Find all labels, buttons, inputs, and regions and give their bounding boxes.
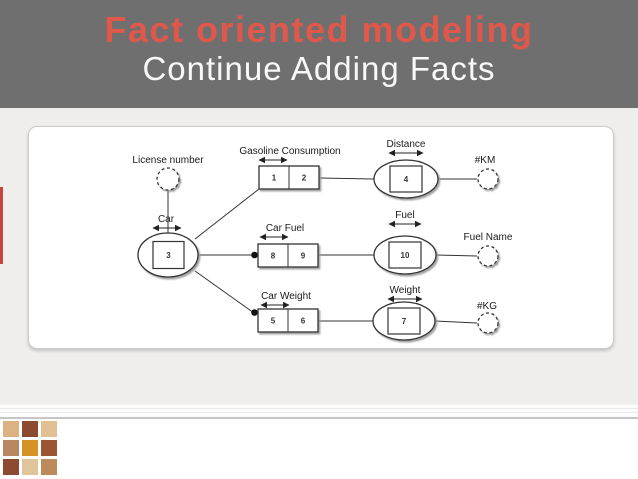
role-number: 2: [302, 174, 307, 183]
fact-type-gasoline-consumption: Gasoline Consumption 1 2: [239, 146, 341, 190]
role-number: 4: [404, 175, 409, 184]
fact-type-car-fuel: Car Fuel 8 9: [257, 223, 319, 268]
gasoline-consumption-label: Gasoline Consumption: [239, 146, 340, 157]
diagram-panel: License number #KM Fuel Name #KG Gasolin…: [28, 126, 614, 349]
logo-mosaic: [3, 421, 57, 475]
slide-title: Fact oriented modeling: [104, 9, 534, 50]
line-car-to-gasoline: [194, 188, 260, 240]
license-number-circle: [156, 167, 180, 191]
logo-square: [22, 421, 38, 437]
logo-square: [3, 440, 19, 456]
logo-square: [41, 421, 57, 437]
license-number-label: License number: [132, 155, 204, 166]
car-ref-box: [152, 240, 185, 270]
line-car-to-carweight: [194, 270, 255, 314]
logo-square: [22, 459, 38, 475]
km-circle: [477, 168, 499, 190]
weight-label: Weight: [390, 285, 421, 296]
role-number: 6: [301, 317, 306, 326]
line-weight-to-kg: [434, 320, 478, 324]
logo-square: [3, 459, 19, 475]
role-number: 1: [272, 174, 277, 183]
value-type-fuel-name: Fuel Name: [464, 232, 513, 267]
role-number: 7: [402, 317, 407, 326]
role-number: 3: [166, 251, 171, 260]
role-number: 10: [401, 251, 410, 260]
distance-ref-box: [389, 165, 423, 193]
connector-lines: [167, 177, 478, 324]
kg-label: #KG: [477, 301, 497, 312]
fuel-name-label: Fuel Name: [464, 232, 513, 243]
logo-square: [41, 440, 57, 456]
entity-weight: Weight 7: [372, 285, 436, 341]
weight-ref-box: [387, 307, 421, 335]
value-type-kg: #KG: [477, 301, 499, 334]
slide-subtitle: Continue Adding Facts: [142, 50, 496, 88]
role-number: 9: [301, 252, 306, 261]
fuel-label: Fuel: [395, 210, 414, 221]
car-weight-label: Car Weight: [261, 291, 311, 302]
distance-label: Distance: [387, 139, 426, 150]
car-label: Car: [158, 214, 175, 225]
fuel-ref-box: [388, 241, 422, 269]
entity-fuel: Fuel 10: [373, 210, 437, 275]
car-fuel-label: Car Fuel: [266, 223, 304, 234]
mandatory-dot-carfuel: [251, 251, 258, 259]
orm-diagram: License number #KM Fuel Name #KG Gasolin…: [132, 139, 513, 341]
fuel-name-circle: [477, 245, 499, 267]
fact-type-car-weight: Car Weight 5 6: [257, 291, 319, 333]
slide-header: Fact oriented modeling Continue Adding F…: [0, 0, 638, 108]
line-gasoline-to-distance: [318, 177, 375, 180]
km-label: #KM: [475, 155, 496, 166]
kg-circle: [477, 312, 499, 334]
left-accent-line: [0, 187, 3, 264]
value-type-license-number: License number: [132, 155, 204, 191]
footer: [0, 419, 638, 479]
role-number: 5: [271, 317, 276, 326]
line-fuel-to-fuelname: [435, 254, 478, 257]
value-type-km: #KM: [475, 155, 499, 190]
logo-square: [3, 421, 19, 437]
entity-car: Car 3: [137, 214, 199, 278]
entity-distance: Distance 4: [373, 139, 439, 199]
role-number: 8: [271, 252, 276, 261]
logo-square: [22, 440, 38, 456]
logo-square: [41, 459, 57, 475]
mandatory-dot-carweight: [251, 309, 258, 316]
stripe-band: [0, 404, 638, 419]
